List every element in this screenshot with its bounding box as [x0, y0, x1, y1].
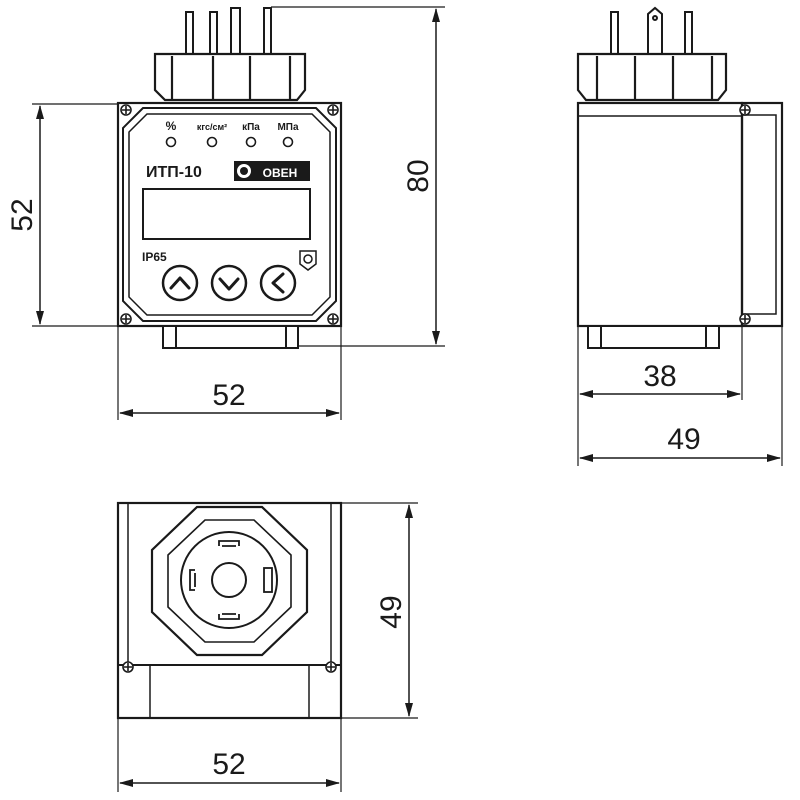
svg-text:49: 49	[667, 423, 700, 456]
display-window	[142, 188, 311, 240]
protection-label: IP65	[142, 250, 167, 264]
chevron-up-icon	[169, 276, 191, 290]
svg-text:49: 49	[375, 595, 408, 628]
side-front-cover	[740, 101, 784, 328]
dimension-bottom-depth: 49	[341, 502, 418, 719]
bottom-connector-nut	[150, 505, 309, 657]
certification-mark-icon	[299, 250, 317, 271]
dimension-front-height: 52	[6, 103, 118, 327]
front-connector-nut	[153, 52, 307, 102]
side-connector-nut	[576, 52, 728, 102]
dimension-side-overall-width: 49	[579, 326, 783, 466]
svg-text:52: 52	[212, 748, 245, 781]
bottom-front-cover	[117, 664, 342, 719]
svg-text:52: 52	[6, 198, 39, 231]
unit-label-kpa: кПа	[242, 122, 260, 133]
left-button	[259, 264, 297, 302]
unit-label-kgs: кгс/см²	[197, 122, 227, 132]
corner-screws	[120, 104, 339, 325]
svg-text:ОВЕН: ОВЕН	[263, 166, 298, 180]
brand-logo: ОВЕН	[234, 161, 310, 181]
side-body	[576, 101, 744, 328]
side-bottom-gland	[587, 325, 720, 349]
up-button	[161, 264, 199, 302]
unit-label-percent: %	[166, 119, 177, 133]
dimension-front-width: 52	[117, 326, 342, 420]
dimension-side-body-width: 38	[577, 326, 743, 466]
side-pins	[610, 6, 693, 57]
front-body-outer	[116, 101, 343, 328]
bottom-view: 49 52	[116, 501, 418, 792]
svg-text:38: 38	[643, 360, 676, 393]
dimension-overall-height: 80	[271, 6, 445, 347]
svg-text:52: 52	[212, 379, 245, 412]
front-bottom-gland	[162, 325, 299, 349]
chevron-left-icon	[271, 272, 285, 294]
model-label: ИТП-10	[146, 164, 202, 181]
dimension-bottom-width: 52	[117, 718, 342, 792]
front-view: % кгс/см² кПа МПа ИТП-10 ОВЕН IP65	[6, 6, 445, 420]
unit-label-mpa: МПа	[277, 122, 299, 133]
front-pins	[185, 7, 272, 57]
unit-indicator-leds	[165, 136, 294, 148]
side-view: 38 49	[576, 6, 784, 466]
front-bezel	[122, 107, 337, 322]
down-button	[210, 264, 248, 302]
svg-text:80: 80	[402, 159, 435, 192]
chevron-down-icon	[218, 277, 240, 291]
